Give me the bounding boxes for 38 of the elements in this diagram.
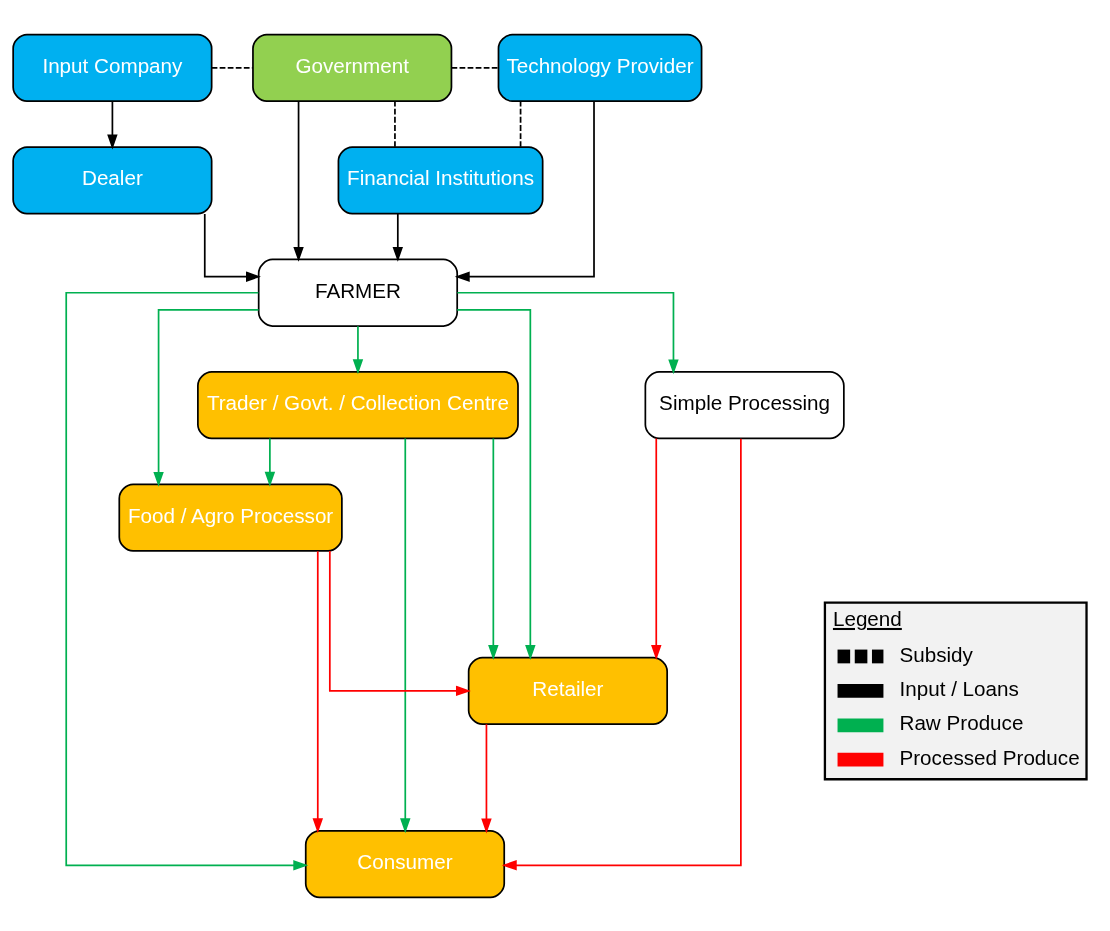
- legend-label: Raw Produce: [899, 710, 1024, 734]
- arrow: [481, 722, 492, 833]
- arrow: [153, 308, 260, 487]
- legend-label: Subsidy: [899, 642, 973, 666]
- arrow: [651, 437, 662, 660]
- arrow: [456, 291, 679, 374]
- arrow: [352, 324, 364, 374]
- arrow: [392, 212, 404, 262]
- arrow: [65, 291, 309, 870]
- node-box: Food / Agro Processor: [118, 483, 343, 552]
- node-box: Retailer: [467, 656, 668, 725]
- node-box: Dealer: [12, 145, 213, 214]
- arrow: [328, 549, 471, 696]
- connector: [210, 66, 254, 69]
- arrow: [400, 437, 411, 833]
- arrow: [264, 437, 276, 487]
- arrow: [203, 212, 261, 282]
- node-box: Financial Institutions: [337, 145, 544, 214]
- arrow: [501, 437, 742, 870]
- node-box: Technology Provider: [497, 33, 703, 102]
- arrow: [312, 549, 323, 833]
- node-box: FARMER: [257, 258, 459, 327]
- legend-label: Processed Produce: [899, 745, 1080, 769]
- node-box: Input Company: [12, 33, 213, 102]
- label: Legend: [832, 606, 902, 630]
- arrow: [456, 308, 536, 660]
- node-box: Trader / Govt. / Collection Centre: [197, 370, 519, 439]
- node-box: Simple Processing: [644, 370, 845, 439]
- connector: [519, 100, 522, 148]
- connector: [394, 100, 396, 148]
- connector: [450, 66, 500, 69]
- arrow: [107, 99, 118, 149]
- arrow: [488, 437, 499, 660]
- node-box: Government: [252, 33, 453, 102]
- arrow: [454, 100, 595, 282]
- arrow: [293, 100, 304, 262]
- legend-label: Input / Loans: [899, 676, 1019, 700]
- node-box: Consumer: [304, 829, 506, 898]
